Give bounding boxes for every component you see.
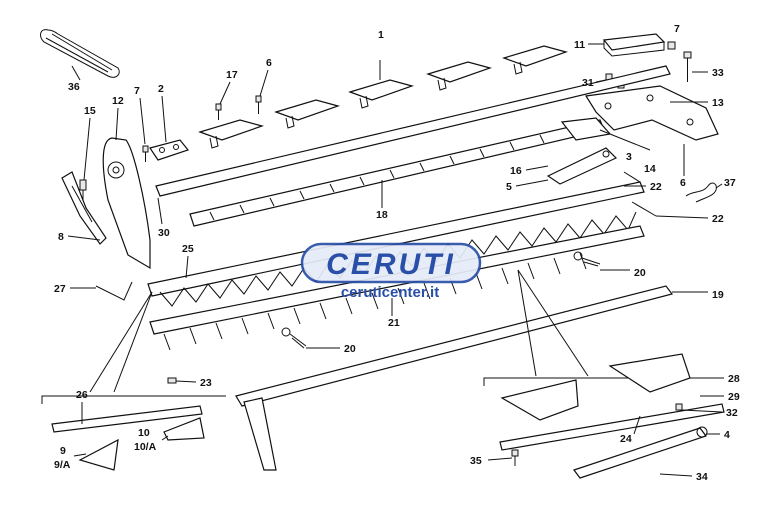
- upper-cutter-bar: [155, 65, 671, 197]
- bolts-22-part: [623, 171, 657, 217]
- callout-22-upper: 22: [650, 181, 662, 193]
- hex-key-27-part: [95, 281, 133, 301]
- callout-13: 13: [712, 97, 724, 109]
- callout-9: 9: [60, 445, 66, 457]
- callout-1: 1: [378, 29, 384, 41]
- callout-20-left: 20: [344, 343, 356, 355]
- callout-29: 29: [728, 391, 740, 403]
- callout-labels: 1 2 3 4 5 6 6 7 7 8 9 9/A 10 10/A 11 12 …: [54, 23, 740, 483]
- callout-36: 36: [68, 81, 80, 93]
- callout-25: 25: [182, 243, 194, 255]
- crank-shield-part: [102, 137, 151, 270]
- callout-5: 5: [506, 181, 512, 193]
- watermark-logo: CERUTI ceruticenter.it: [300, 242, 482, 301]
- screws-17-6-part: [215, 95, 262, 120]
- leader-lines: [89, 60, 589, 393]
- bracket-14-part: [599, 129, 651, 151]
- detail-left-group: [41, 377, 226, 471]
- callout-35: 35: [470, 455, 482, 467]
- callout-2: 2: [158, 83, 164, 95]
- hold-down-clips: [198, 45, 569, 149]
- bolts-7-33-part: [667, 41, 692, 82]
- callout-33: 33: [712, 67, 724, 79]
- callout-6-right: 6: [680, 177, 686, 189]
- belt-part: [40, 29, 120, 78]
- callout-9A: 9/A: [54, 459, 71, 471]
- callout-10: 10: [138, 427, 150, 439]
- screw-7-left-part: [142, 145, 149, 162]
- callout-12: 12: [112, 95, 124, 107]
- callout-24: 24: [620, 433, 632, 445]
- callout-10A: 10/A: [134, 441, 157, 453]
- callout-11: 11: [574, 39, 585, 51]
- callout-30: 30: [158, 227, 170, 239]
- callout-28: 28: [728, 373, 740, 385]
- callout-6-upper: 6: [266, 57, 272, 69]
- callout-4: 4: [724, 429, 730, 441]
- spring-37-part: [685, 182, 717, 203]
- callout-37: 37: [724, 177, 736, 189]
- callout-8: 8: [58, 231, 64, 243]
- detail-right-group: [483, 353, 725, 479]
- callout-16: 16: [510, 165, 522, 177]
- callout-7-left: 7: [134, 85, 140, 97]
- watermark-brand: CERUTI: [326, 248, 456, 281]
- callout-3: 3: [626, 151, 632, 163]
- callout-34: 34: [696, 471, 708, 483]
- bolt-15-part: [79, 179, 87, 200]
- callout-15: 15: [84, 105, 96, 117]
- callout-17: 17: [226, 69, 238, 81]
- callout-23: 23: [200, 377, 212, 389]
- block-11-part: [602, 33, 666, 57]
- callout-21: 21: [388, 317, 400, 329]
- callout-18: 18: [376, 209, 388, 221]
- side-shoe-part: [61, 171, 107, 245]
- callout-26: 26: [76, 389, 88, 401]
- callout-22-lower: 22: [712, 213, 724, 225]
- springs-20-part: [281, 251, 601, 349]
- callout-19: 19: [712, 289, 724, 301]
- watermark-url: ceruticenter.it: [341, 284, 439, 301]
- clamp-2-part: [149, 139, 190, 161]
- watermark-badge: [300, 242, 482, 284]
- callout-31: 31: [582, 77, 594, 89]
- callout-27: 27: [54, 283, 66, 295]
- callout-14: 14: [644, 163, 656, 175]
- knife-head-5-part: [546, 147, 618, 185]
- long-bar-19: [235, 285, 674, 471]
- callout-32: 32: [726, 407, 738, 419]
- callout-7-right: 7: [674, 23, 680, 35]
- callout-20-right: 20: [634, 267, 646, 279]
- mounting-plate-part: [584, 85, 719, 141]
